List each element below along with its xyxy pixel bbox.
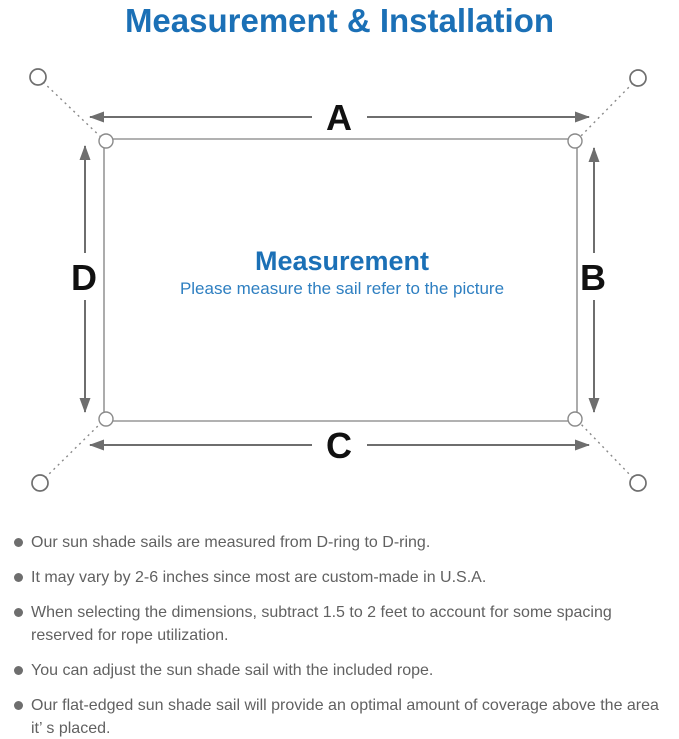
rope-dashed-bottom-right bbox=[576, 419, 634, 479]
diagram-center-subtitle: Please measure the sail refer to the pic… bbox=[180, 279, 504, 298]
dring-bottom-right-icon bbox=[567, 411, 583, 427]
rope-dashed-top-right bbox=[576, 82, 634, 141]
anchor-ring-bottom-left-icon bbox=[31, 474, 49, 492]
note-text: Our flat-edged sun shade sail will provi… bbox=[31, 697, 659, 737]
rope-dashed-top-left bbox=[42, 81, 105, 141]
dim-label-b: B bbox=[580, 257, 606, 298]
dim-label-d: D bbox=[71, 257, 97, 298]
sail-outline bbox=[103, 138, 578, 422]
bullet-dot-icon bbox=[14, 538, 23, 547]
dring-bottom-left-icon bbox=[98, 411, 114, 427]
anchor-ring-bottom-right-icon bbox=[629, 474, 647, 492]
list-item: It may vary by 2-6 inches since most are… bbox=[14, 566, 674, 589]
notes-list: Our sun shade sails are measured from D-… bbox=[14, 531, 674, 739]
anchor-ring-top-left-icon bbox=[29, 68, 47, 86]
dim-label-a: A bbox=[326, 97, 352, 138]
anchor-ring-top-right-icon bbox=[629, 69, 647, 87]
page-title: Measurement & Installation bbox=[124, 2, 555, 39]
rope-dashed-bottom-left bbox=[44, 419, 105, 479]
dim-label-c: C bbox=[326, 425, 352, 466]
diagram-center-title: Measurement bbox=[255, 246, 429, 276]
bullet-dot-icon bbox=[14, 701, 23, 710]
bullet-dot-icon bbox=[14, 608, 23, 617]
note-text: When selecting the dimensions, subtract … bbox=[31, 604, 612, 644]
list-item: When selecting the dimensions, subtract … bbox=[14, 601, 674, 647]
bullet-dot-icon bbox=[14, 573, 23, 582]
dring-top-left-icon bbox=[98, 133, 114, 149]
note-text: Our sun shade sails are measured from D-… bbox=[31, 534, 431, 551]
note-text: It may vary by 2-6 inches since most are… bbox=[31, 569, 487, 586]
list-item: Our sun shade sails are measured from D-… bbox=[14, 531, 674, 554]
note-text: You can adjust the sun shade sail with t… bbox=[31, 662, 434, 679]
dring-top-right-icon bbox=[567, 133, 583, 149]
list-item: Our flat-edged sun shade sail will provi… bbox=[14, 694, 674, 739]
bullet-dot-icon bbox=[14, 666, 23, 675]
list-item: You can adjust the sun shade sail with t… bbox=[14, 659, 674, 682]
